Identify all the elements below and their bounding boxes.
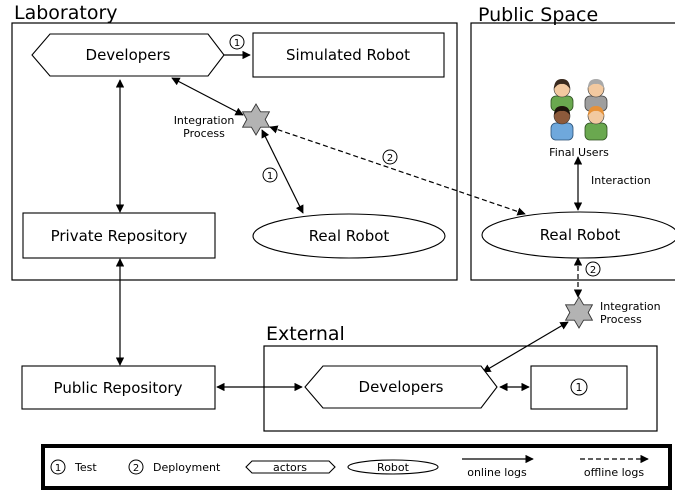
legend-robot-label: Robot	[377, 461, 410, 474]
final-users-node: Final Users	[549, 79, 609, 159]
laboratory-title: Laboratory	[14, 2, 118, 24]
edge-marker-test-real-label: 1	[267, 171, 273, 182]
legend-actors-shape	[245, 460, 336, 474]
legend-deployment-number: 2	[133, 463, 139, 474]
edge-marker-deploy-public-label: 2	[590, 265, 596, 276]
lab-real-robot-label: Real Robot	[309, 227, 390, 245]
public-real-robot-node: Real Robot	[481, 211, 675, 259]
people-group-icon	[550, 79, 608, 141]
public-repository-node: Public Repository	[21, 365, 216, 410]
legend: 1 Test 2 Deployment actors Robot online …	[41, 444, 672, 490]
legend-offline-logs-label: offline logs	[584, 466, 644, 479]
public-repository-label: Public Repository	[54, 379, 183, 397]
public-space-title: Public Space	[478, 4, 598, 26]
lab-developers-label: Developers	[86, 46, 171, 64]
lab-integration-node: Integration Process	[174, 103, 271, 140]
lab-developers-node: Developers	[31, 33, 225, 77]
legend-robot-shape	[347, 459, 439, 475]
ext-integration-node: Integration Process	[564, 296, 661, 329]
legend-test-number: 1	[55, 463, 61, 474]
edge-marker-test-real: 1	[262, 167, 278, 183]
public-real-robot-label: Real Robot	[540, 226, 621, 244]
edge-integration-public-robot	[269, 125, 526, 216]
edge-integration-ext-developers	[482, 321, 569, 373]
edge-marker-test-sim-label: 1	[234, 38, 240, 49]
edge-marker-deploy-lab-label: 2	[387, 153, 393, 164]
lab-integration-label-line1: Integration	[174, 114, 235, 127]
ext-test-node: 1	[530, 365, 628, 410]
edge-marker-deploy-public: 2	[585, 261, 601, 277]
ext-integration-label-line2: Process	[600, 313, 642, 326]
integration-star-icon	[564, 296, 594, 329]
ext-test-marker-label: 1	[576, 381, 583, 394]
simulated-robot-label: Simulated Robot	[286, 46, 410, 64]
legend-deployment-label: Deployment	[153, 461, 221, 474]
integration-star-icon	[241, 103, 271, 136]
external-title: External	[266, 323, 345, 345]
edge-developers-integration	[171, 77, 244, 116]
legend-actors-label: actors	[273, 461, 307, 474]
ext-integration-label-line1: Integration	[600, 300, 661, 313]
legend-test-label: Test	[74, 461, 97, 474]
ext-developers-node: Developers	[304, 365, 498, 409]
private-repository-node: Private Repository	[22, 212, 216, 259]
lab-real-robot-node: Real Robot	[252, 213, 446, 259]
interaction-label: Interaction	[591, 174, 651, 187]
legend-online-logs-label: online logs	[467, 466, 527, 479]
private-repository-label: Private Repository	[51, 227, 188, 245]
ext-developers-label: Developers	[359, 378, 444, 396]
final-users-label: Final Users	[549, 146, 609, 159]
edges	[115, 50, 583, 392]
lab-integration-label-line2: Process	[183, 127, 225, 140]
edge-marker-test-sim: 1	[229, 34, 245, 50]
edge-marker-deploy-lab: 2	[382, 149, 398, 165]
simulated-robot-node: Simulated Robot	[252, 32, 445, 78]
